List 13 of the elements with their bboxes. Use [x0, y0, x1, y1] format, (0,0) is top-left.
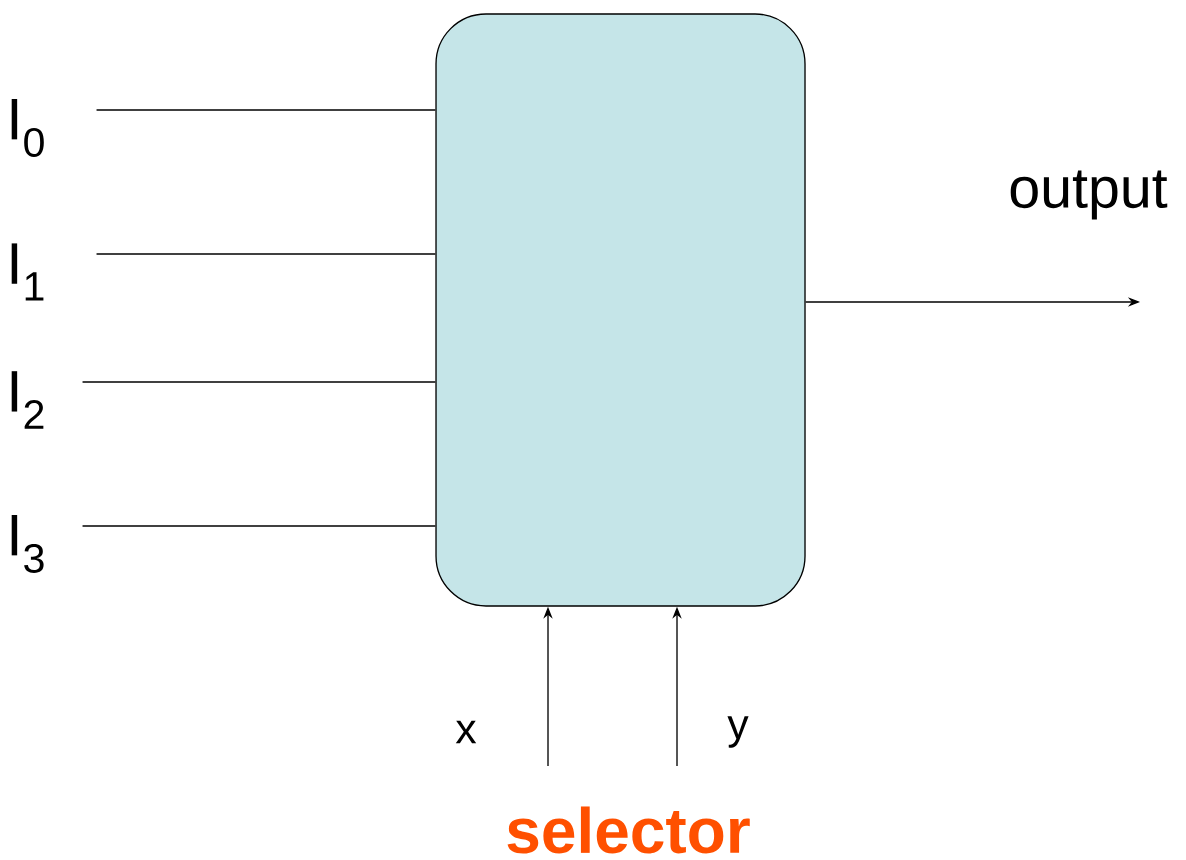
input-line [95, 253, 436, 255]
input-label: I$_{2}$ [11, 371, 44, 429]
block-box [435, 13, 806, 607]
edge-label: y [726, 714, 750, 749]
edge-label: x [454, 719, 478, 745]
input-label: I$_{1}$ [11, 243, 44, 301]
input-label: I$_{3}$ [11, 515, 44, 573]
input-line [95, 109, 436, 111]
selector-label: selector [507, 806, 750, 854]
input-line [81, 381, 436, 383]
edge-label: output [1006, 169, 1170, 221]
input-line [81, 525, 436, 527]
input-label: I$_{0}$ [11, 99, 44, 157]
